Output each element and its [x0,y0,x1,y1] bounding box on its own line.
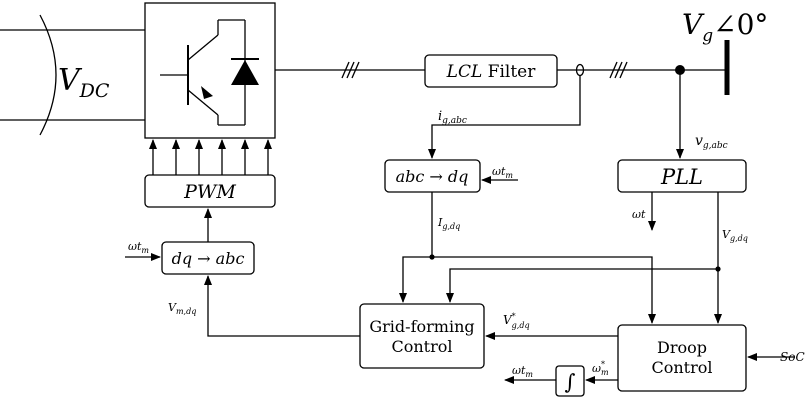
diode-icon [231,58,259,85]
dc-bus [0,14,145,136]
soc-label: SoC [780,350,805,364]
grid-node [675,65,685,75]
pll-block [617,159,747,193]
pll-label: PLL [660,165,703,189]
wtm-out-label: ωtm [512,364,533,379]
Vg-dq-star-label: V*g,dq [503,312,530,330]
lcl-filter-block [424,54,558,88]
inverter-block [144,2,276,139]
wtm-dqabc-label: ωtm [128,240,149,255]
wtm-abcdq-label: ωtm [492,165,513,180]
lcl-filter-label: LCL Filter [446,62,537,82]
droop-control-block [617,324,747,392]
ac-line [275,61,727,79]
gate-signal-arrows [149,139,272,175]
integrator-block [555,365,585,397]
vdc-label: VDC [58,63,110,102]
pwm-block [144,174,276,208]
abc-to-dq-label: abc → dq [396,167,469,186]
Ig-dq-label: Ig,dq [437,216,460,231]
vg-abc-label: vg,abc [695,133,728,151]
Vm-dq-label: Vm,dq [168,301,196,316]
pwm-label: PWM [183,181,236,203]
grid-voltage-label: Vg∠0° [682,8,768,46]
wt-pll-label: ωt [632,208,646,221]
Vg-dq-label: Vg,dq [722,228,748,243]
igbt-icon [160,19,246,126]
grid-forming-control-block [359,303,485,369]
integrator-symbol: ∫ [565,370,576,394]
wm-star-label: ω*m [592,360,609,377]
ig-abc-label: ig,abc [438,109,467,126]
dq-to-abc-label: dq → abc [172,249,245,268]
